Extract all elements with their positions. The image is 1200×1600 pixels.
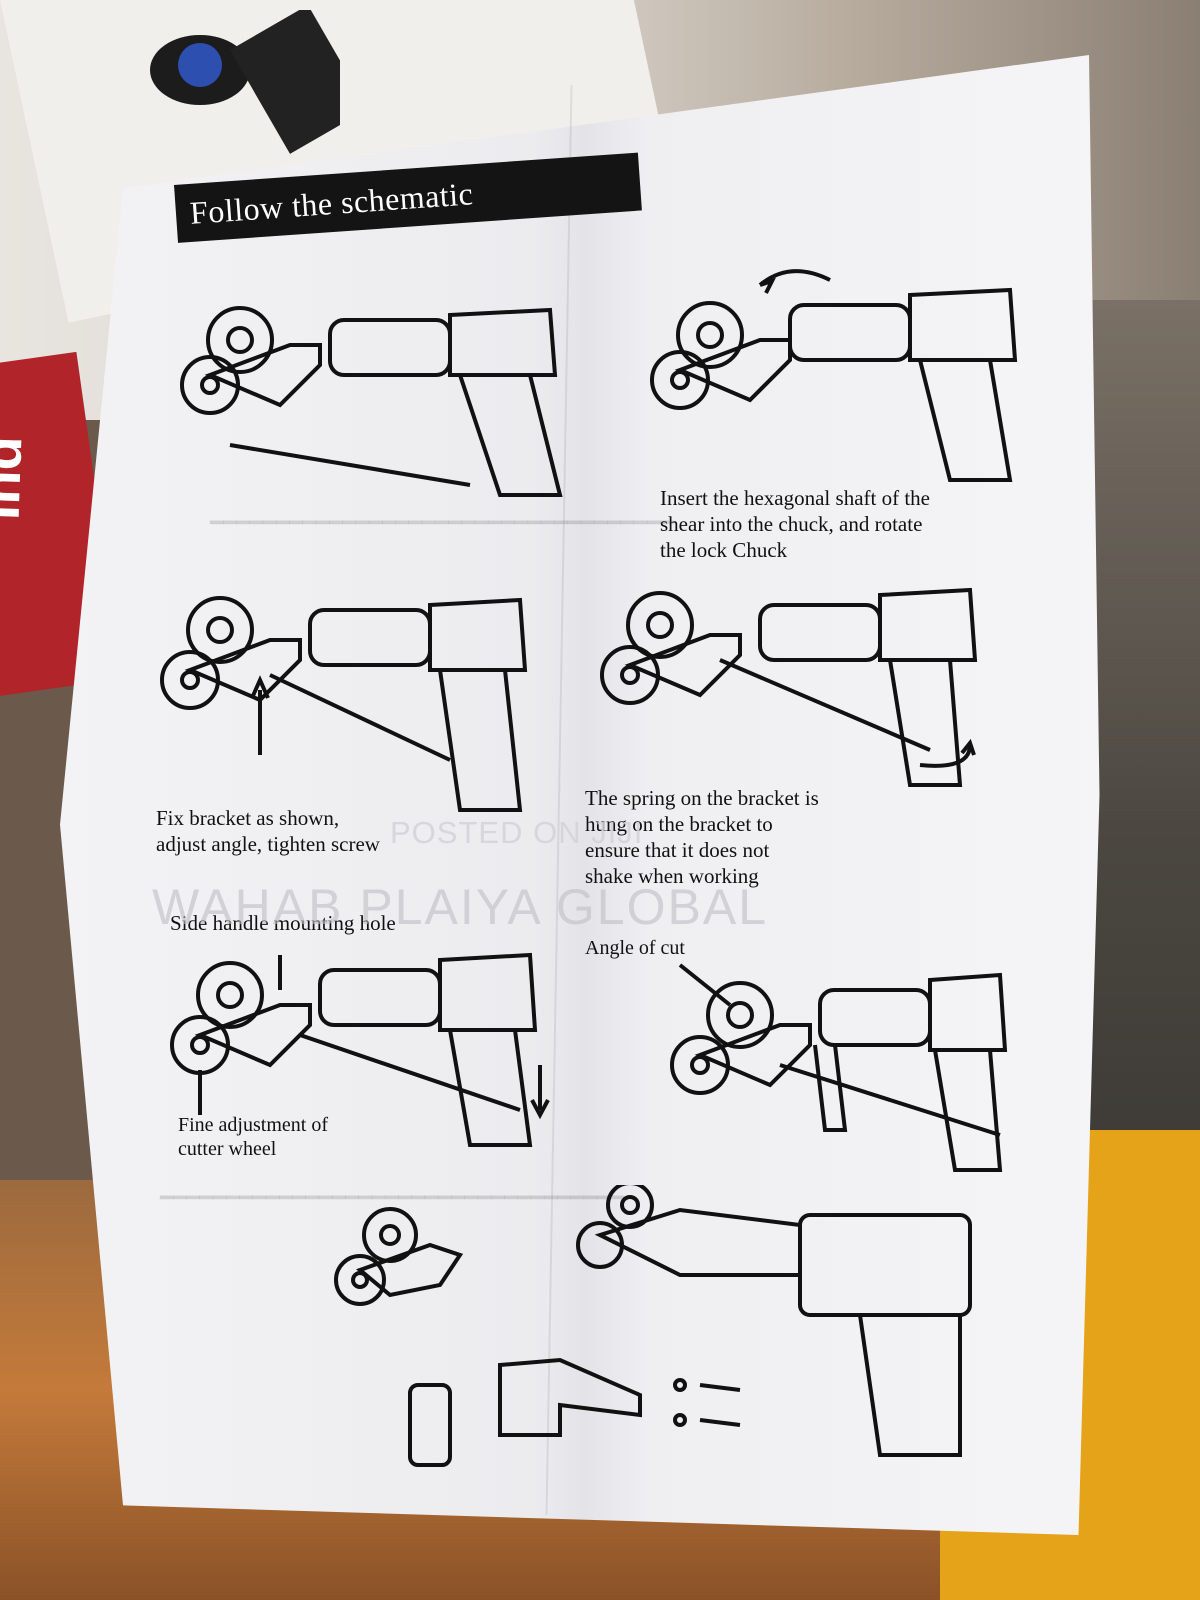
step-3-caption: The spring on the bracket is hung on the… [585, 786, 819, 888]
drill-shear-illustration-1 [180, 306, 563, 497]
product-box-tool-image [150, 10, 340, 154]
step-1-caption: Insert the hexagonal shaft of the shear … [660, 486, 930, 562]
paper [60, 55, 1100, 1535]
kit-parts-illustration [334, 1185, 972, 1467]
step-2-caption: Fix bracket as shown, adjust angle, tigh… [156, 806, 380, 856]
angle-of-cut-label: Angle of cut [585, 937, 685, 959]
seller-watermark: WAHAB PLAIYA GLOBAL [152, 879, 769, 935]
drill-shear-illustration-6 [670, 963, 1008, 1172]
fine-adjust-label: Fine adjustment of cutter wheel [178, 1114, 328, 1160]
bleed-through-text: ━━━━━━━━━━━━━━━━━━━━━━━━━━━━━━━━━━━ [160, 1185, 624, 1210]
sheet-title: Follow the schematic [188, 174, 475, 231]
bleed-through-text: ━━━━━━━━━━━━━━━━━━━━━━━━━━━━━━━━━━━ [210, 510, 674, 535]
side-handle-label: Side handle mounting hole [170, 911, 396, 935]
drill-shear-illustration-2 [650, 269, 1018, 482]
posted-on-jiji-watermark: POSTED ON JIJI [390, 815, 644, 850]
instruction-sheet: Follow the schematic ━━━━━━━━━━━━━━━━━━━… [60, 55, 1110, 1535]
drill-shear-illustration-5 [170, 952, 550, 1147]
drill-shear-illustration-3 [160, 596, 528, 812]
drill-shear-illustration-4 [600, 587, 978, 787]
